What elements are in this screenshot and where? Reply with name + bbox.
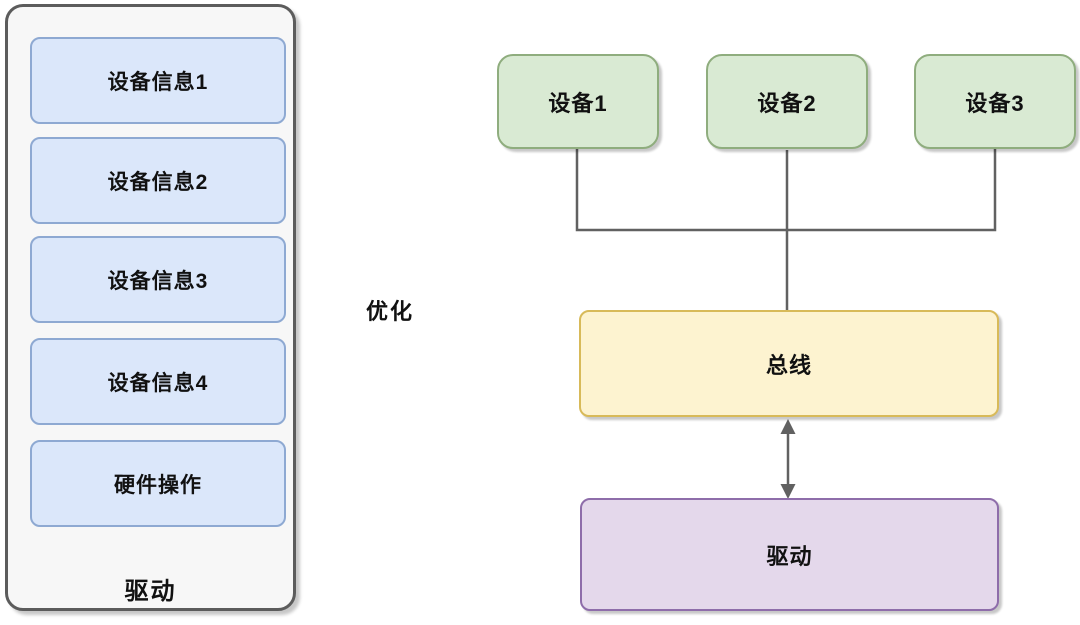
device-box-3: 设备3 [914,54,1076,149]
connector-device3-bus [787,149,997,232]
device-box-1: 设备1 [497,54,659,149]
device-info-box-4: 设备信息4 [30,338,286,425]
device-box-2: 设备2 [706,54,868,149]
device-info-box-3: 设备信息3 [30,236,286,323]
bus-box: 总线 [579,310,999,417]
driver-panel: 设备信息1 设备信息2 设备信息3 设备信息4 硬件操作 [5,4,296,611]
device-info-box-2: 设备信息2 [30,137,286,224]
arrow-down-head [780,484,796,499]
hardware-ops-box: 硬件操作 [30,440,286,527]
driver-panel-label: 驱动 [124,578,177,605]
transition-label: 优化 [365,299,414,324]
arrow-up-head [780,419,796,434]
device-info-box-1: 设备信息1 [30,37,286,124]
connector-device1-bus [575,149,787,232]
driver-box: 驱动 [580,498,999,611]
